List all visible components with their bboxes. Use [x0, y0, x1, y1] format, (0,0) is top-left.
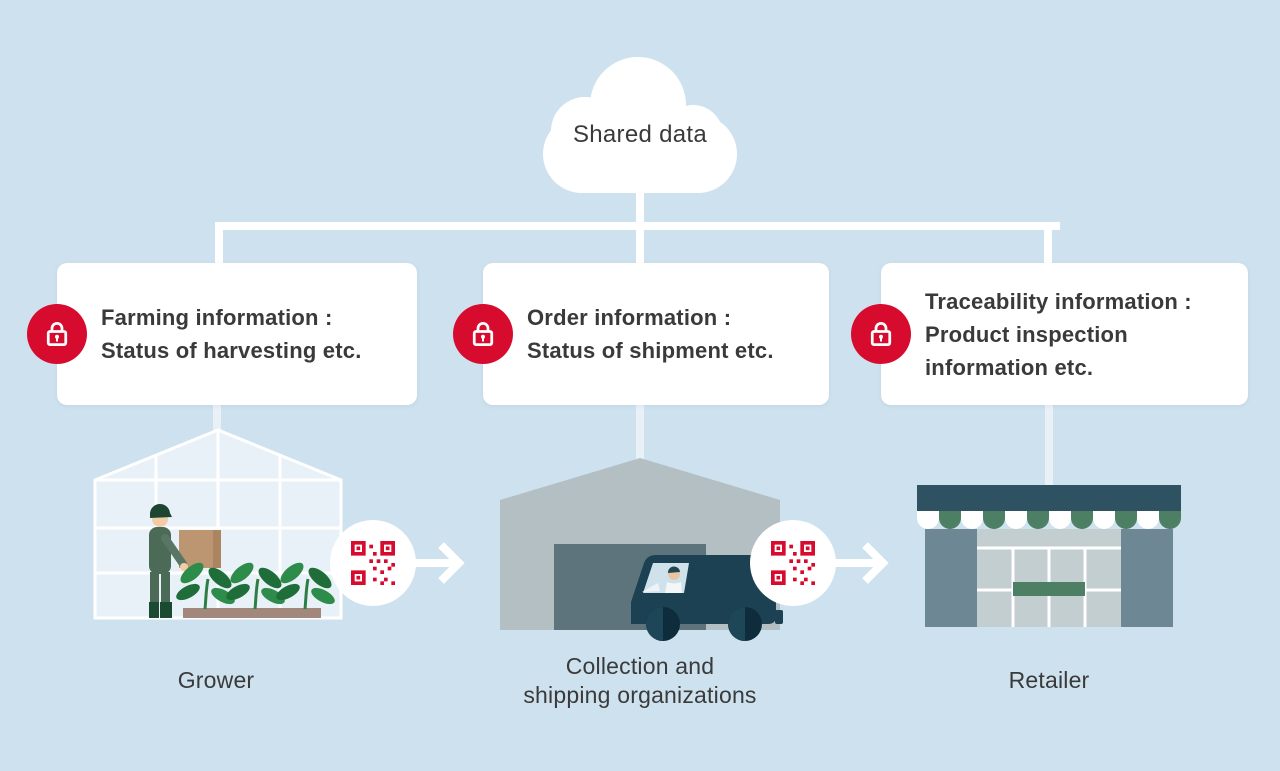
storefront-illustration	[917, 485, 1181, 627]
awning	[917, 511, 1181, 529]
card-text: Traceability information : Product inspe…	[925, 288, 1192, 380]
arrow-right-icon	[408, 542, 465, 584]
delivery-van-illustration	[631, 555, 783, 641]
qr-code-icon	[351, 541, 395, 585]
arrow-right-icon	[832, 542, 889, 584]
qr-code-icon	[771, 541, 815, 585]
lock-badge	[453, 304, 513, 364]
greenhouse-grower-illustration	[93, 428, 343, 620]
qr-code-badge	[750, 520, 836, 606]
card-text: Farming information : Status of harvesti…	[101, 305, 362, 363]
lock-icon	[46, 322, 68, 346]
label-retailer: Retailer	[1008, 667, 1090, 693]
connector-drop-center	[636, 222, 644, 268]
label-grower: Grower	[177, 667, 255, 693]
card-traceability-information: Traceability information : Product inspe…	[851, 263, 1248, 405]
card-farming-information: Farming information : Status of harvesti…	[27, 263, 417, 405]
card-drop-center	[636, 400, 644, 470]
lock-badge	[851, 304, 911, 364]
qr-code-badge	[330, 520, 416, 606]
card-drop-right	[1045, 400, 1053, 495]
cloud-label: Shared data	[572, 121, 708, 148]
card-order-information: Order information : Status of shipment e…	[453, 263, 829, 405]
connector-drop-left	[215, 222, 223, 268]
warehouse-van-illustration	[500, 458, 783, 641]
connector-drop-right	[1044, 222, 1052, 268]
lock-icon	[870, 322, 892, 346]
farmer-figure	[149, 503, 221, 618]
lock-badge	[27, 304, 87, 364]
connector-stem	[636, 186, 644, 226]
shared-data-cloud: Shared data	[535, 53, 745, 195]
cloud-shape-icon	[543, 57, 737, 193]
card-text: Order information : Status of shipment e…	[527, 305, 774, 363]
lock-icon	[472, 322, 494, 346]
label-collection-shipping: Collection and shipping organizations	[523, 653, 757, 708]
